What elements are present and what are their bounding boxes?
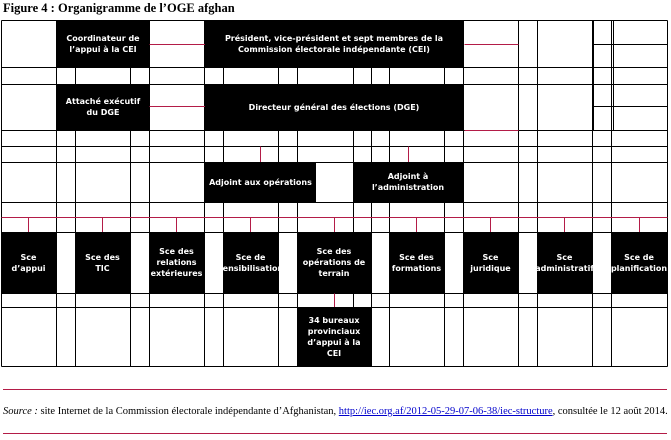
service-formations-box: Sce des formations bbox=[389, 232, 444, 293]
figure-title: Figure 4 : Organigramme de l’OGE afghan bbox=[3, 1, 235, 15]
bottom-rule bbox=[3, 433, 667, 434]
service-administratif-box: Sce administratif bbox=[535, 232, 594, 293]
attache-executif-box: Attaché exécutif du DGE bbox=[57, 84, 149, 130]
source-lead: Source : bbox=[3, 406, 38, 417]
coordinateur-box: Coordinateur de l’appui à la CEI bbox=[57, 20, 149, 67]
service-juridique-box: Sce juridique bbox=[463, 232, 518, 293]
service-sensibilisation-box: Sce de sensibilisation bbox=[218, 232, 283, 293]
source-tail: , consultée le 12 août 2014. bbox=[552, 406, 668, 417]
service-operations-box: Sce des opérations de terrain bbox=[297, 232, 371, 293]
adjoint-administration-box: Adjoint à l’administration bbox=[353, 162, 463, 202]
service-tic-box: Sce des TIC bbox=[75, 232, 130, 293]
source-text: site Internet de la Commission électoral… bbox=[37, 406, 339, 417]
service-planification-box: Sce de planification bbox=[611, 232, 667, 293]
service-appui-box: Sce d’appui bbox=[1, 232, 56, 293]
source-link[interactable]: http://iec.org.af/2012-05-29-07-06-38/ie… bbox=[338, 406, 553, 417]
service-relations-box: Sce des relations extérieures bbox=[149, 232, 204, 293]
president-commission-box: Président, vice-président et sept membre… bbox=[205, 20, 463, 67]
adjoint-operations-box: Adjoint aux opérations bbox=[205, 162, 316, 202]
source-note: Source : site Internet de la Commission … bbox=[3, 406, 668, 417]
directeur-general-box: Directeur général des élections (DGE) bbox=[205, 84, 463, 130]
top-rule bbox=[3, 389, 667, 390]
bureaux-provinciaux-box: 34 bureaux provinciaux d’appui à la CEI bbox=[297, 307, 371, 366]
